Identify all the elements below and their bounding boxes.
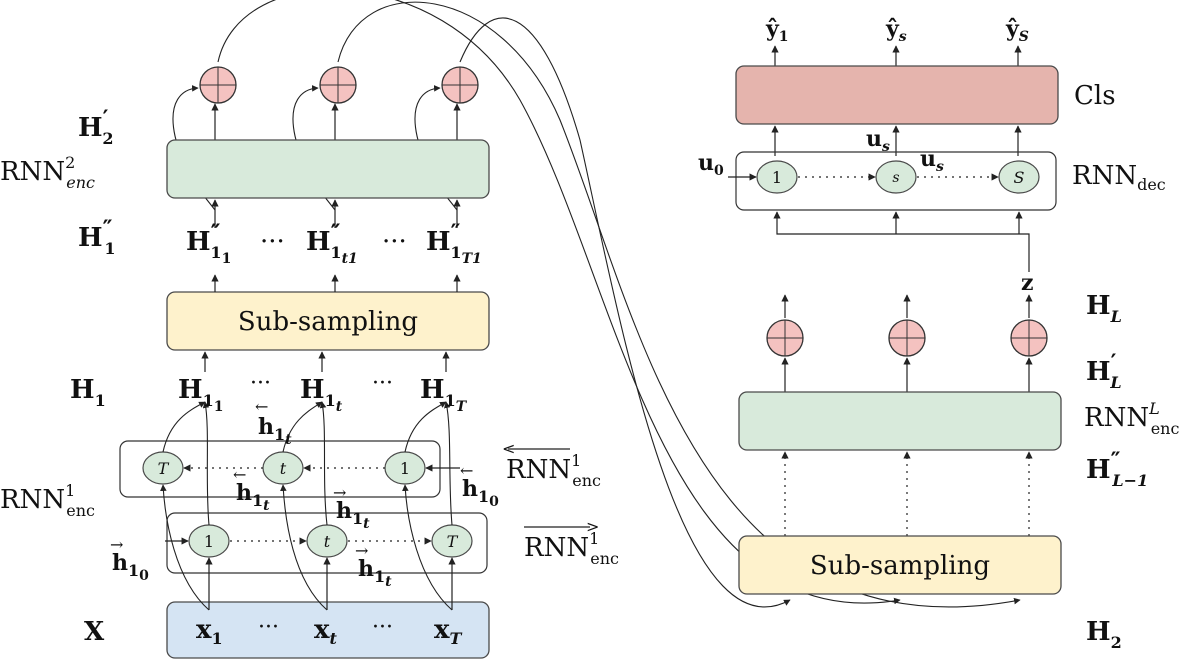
svg-text:H11: H11 — [178, 375, 223, 415]
rnn-dec-label: RNNdec — [1072, 161, 1166, 194]
svg-text:h1t: h1t — [358, 556, 392, 590]
x-label: X — [84, 617, 105, 647]
classifier-label: Cls — [1074, 81, 1116, 111]
rnn2-encoder-block — [166, 139, 490, 199]
svg-text:ŷs: ŷs — [885, 16, 907, 45]
h2-label: H2 — [1086, 617, 1122, 652]
svg-text:→: → — [110, 535, 123, 554]
svg-text:>: > — [586, 517, 599, 536]
svg-text:→: → — [355, 541, 368, 560]
h1-double-prime-label: H″1 — [78, 216, 116, 258]
svg-text:←: ← — [255, 397, 268, 416]
svg-text:h1t: h1t — [258, 414, 292, 448]
hl1-double-prime-label: H″L−1 — [1086, 448, 1148, 490]
decoder-frame — [735, 151, 1057, 211]
us-mid-label: us — [920, 146, 944, 175]
svg-text:···: ··· — [372, 615, 393, 640]
sum-node — [888, 319, 926, 357]
svg-text:ŷ1: ŷ1 — [765, 16, 789, 45]
hl-prime-label: H′L — [1086, 350, 1122, 392]
svg-text:xt: xt — [314, 615, 338, 648]
left-sum-nodes — [199, 66, 479, 104]
svg-text:h10: h10 — [112, 550, 149, 584]
svg-text:<: < — [502, 439, 515, 458]
forward-node-label: 1 — [204, 532, 214, 551]
backward-node-label: t — [280, 459, 287, 478]
svg-text:H″1t1: H″1t1 — [306, 220, 358, 267]
svg-text:H1t: H1t — [300, 375, 343, 415]
forward-node-label: t — [324, 532, 331, 551]
svg-text:···: ··· — [258, 615, 279, 640]
svg-text:1: 1 — [772, 168, 782, 187]
backward-node-label: T — [158, 459, 170, 478]
svg-text:ŷS: ŷS — [1005, 16, 1029, 45]
sum-node — [766, 319, 804, 357]
decoder-nodes: 1 s S — [756, 160, 1040, 194]
h2-prime-label: H′2 — [78, 106, 114, 148]
left-subsampling-block — [166, 291, 490, 351]
left-subsampling-label: Sub-sampling — [238, 307, 418, 337]
x-items: x1 ··· xt ··· xT — [196, 615, 463, 648]
svg-text:H″1T1: H″1T1 — [426, 220, 482, 267]
input-x-block — [166, 601, 490, 659]
svg-text:x1: x1 — [196, 615, 223, 648]
h1-double-prime-items: H″11 ··· H″1t1 ··· H″1T1 — [186, 220, 482, 267]
output-labels: ŷ1 ŷs ŷS — [765, 16, 1029, 45]
svg-text:h1t: h1t — [236, 480, 270, 514]
svg-text:H1T: H1T — [420, 375, 468, 415]
u0-label: u0 — [698, 150, 724, 179]
svg-text:←: ← — [233, 465, 246, 484]
right-subsampling-label: Sub-sampling — [810, 551, 990, 581]
svg-text:H″11: H″11 — [186, 220, 231, 267]
svg-text:s: s — [892, 170, 899, 186]
svg-text:xT: xT — [434, 615, 463, 648]
forward-rnn-nodes: 1 t T — [188, 524, 473, 558]
decoder-node — [756, 160, 798, 194]
sum-node — [199, 66, 237, 104]
svg-text:→: → — [333, 483, 346, 502]
svg-text:···: ··· — [250, 371, 271, 396]
backward-node-label: 1 — [400, 459, 410, 478]
forward-node-label: T — [447, 532, 459, 551]
backward-rnn-frame — [119, 440, 441, 498]
sum-node — [1010, 319, 1048, 357]
us-top-label: us — [866, 126, 890, 155]
classifier-block — [735, 65, 1059, 125]
rnnl-encoder-block — [738, 391, 1062, 451]
right-sum-nodes — [766, 319, 1048, 357]
svg-text:···: ··· — [260, 227, 285, 257]
hidden-state-labels: h1t ← h1t ← h1t → h1t → h10 ← h10 → — [110, 397, 499, 590]
decoder-node — [998, 160, 1040, 194]
right-subsampling-block — [738, 535, 1062, 595]
svg-text:···: ··· — [382, 227, 407, 257]
svg-text:h10: h10 — [462, 476, 499, 510]
svg-text:←: ← — [460, 461, 473, 480]
svg-text:···: ··· — [372, 371, 393, 396]
sum-node — [441, 66, 479, 104]
h1-label: H1 — [70, 375, 106, 410]
z-label: z — [1021, 270, 1034, 296]
decoder-node — [875, 160, 917, 194]
sum-node — [319, 66, 357, 104]
svg-text:h1t: h1t — [336, 498, 370, 532]
hl-label: HL — [1086, 291, 1122, 326]
svg-text:S: S — [1014, 168, 1025, 187]
h1-items: H11 ··· H1t ··· H1T — [178, 371, 468, 415]
